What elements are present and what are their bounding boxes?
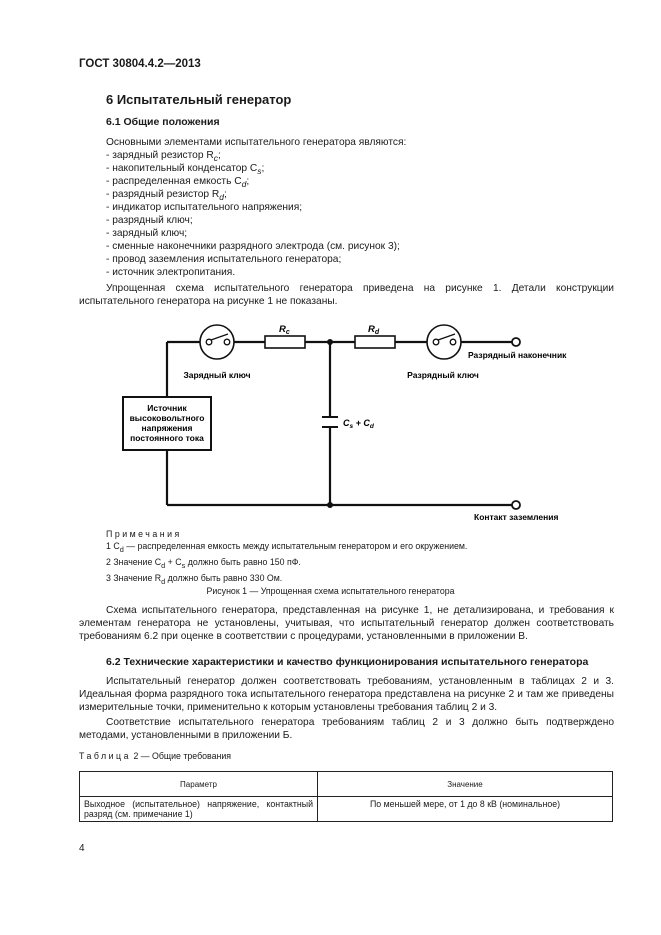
paragraph-2: Схема испытательного генератора, предста…	[79, 605, 614, 642]
capacitance-label: Cs + Cd	[343, 418, 375, 430]
list-item: - провод заземления испытательного генер…	[106, 254, 342, 265]
resistor-rc	[264, 335, 306, 349]
source-label-line: Источник	[147, 403, 187, 413]
list-item: - разрядный резистор Rd;	[106, 189, 227, 203]
discharge-switch-icon	[426, 324, 462, 360]
charge-switch-icon	[199, 324, 235, 360]
list-item: - источник электропитания.	[106, 267, 236, 278]
rc-label: Rc	[279, 324, 290, 336]
page-number: 4	[79, 843, 85, 854]
paragraph-6-2-2: Соответствие испытательного генератора т…	[79, 717, 614, 741]
discharge-tip-terminal	[511, 337, 521, 347]
table-header-row: Параметр Значение	[79, 771, 613, 797]
table-cell: Выходное (испытательное) напряжение, кон…	[79, 796, 318, 822]
ground-contact-label: Контакт заземления	[474, 512, 559, 522]
discharge-tip-label: Разрядный наконечник	[468, 350, 567, 360]
list-item: - накопительный конденсатор Cs;	[106, 163, 265, 177]
note-item: 2 Значение Cd + Cs должно быть равно 150…	[106, 556, 301, 570]
figure-notes: Примечания 1 Cd — распределенная емкость…	[106, 528, 467, 587]
list-item: - индикатор испытательного напряжения;	[106, 202, 303, 213]
section-title: 6 Испытательный генератор	[106, 92, 292, 107]
list-item: - сменные наконечники разрядного электро…	[106, 241, 400, 252]
table-header-cell: Параметр	[79, 771, 318, 797]
list-item: - распределенная емкость Cd;	[106, 176, 250, 190]
figure-caption: Рисунок 1 — Упрощенная схема испытательн…	[206, 586, 455, 596]
table-caption: Таблица 2 — Общие требования	[79, 751, 232, 761]
charge-switch-label: Зарядный ключ	[183, 370, 250, 380]
rd-label: Rd	[368, 324, 380, 336]
source-label-line: постоянного тока	[130, 433, 204, 443]
note-item: 3 Значение Rd должно быть равно 330 Ом.	[106, 572, 283, 586]
circuit-diagram: Источник высоковольтного напряжения пост…	[122, 324, 567, 522]
resistor-rd	[354, 335, 396, 349]
list-item: - разрядный ключ;	[106, 215, 193, 226]
ground-terminal	[511, 500, 521, 510]
junction-dot	[327, 339, 333, 345]
source-label-line: напряжения	[142, 423, 193, 433]
document-header: ГОСТ 30804.4.2—2013	[79, 58, 201, 70]
subsection-title-6-2: 6.2 Технические характеристики и качеств…	[106, 656, 589, 668]
list-item: - зарядный резистор Rc;	[106, 150, 221, 164]
table-row: Выходное (испытательное) напряжение, кон…	[79, 796, 613, 822]
notes-title: Примечания	[106, 529, 182, 539]
table-cell: По меньшей мере, от 1 до 8 кВ (номинальн…	[317, 796, 613, 822]
subsection-title-6-1: 6.1 Общие положения	[106, 116, 220, 128]
discharge-switch-label: Разрядный ключ	[407, 370, 479, 380]
schema-paragraph: Упрощенная схема испытательного генерато…	[79, 283, 614, 307]
list-item: - зарядный ключ;	[106, 228, 188, 239]
note-item: 1 Cd — распределенная емкость между испы…	[106, 541, 468, 554]
paragraph-6-2-1: Испытательный генератор должен соответст…	[79, 676, 614, 713]
source-label-line: высоковольтного	[130, 413, 205, 423]
elements-list: Основными элементами испытательного гене…	[106, 136, 626, 279]
list-intro: Основными элементами испытательного гене…	[106, 137, 407, 148]
table-header-cell: Значение	[317, 771, 613, 797]
hv-source-box	[122, 396, 212, 451]
requirements-table: Параметр Значение Выходное (испытательно…	[79, 771, 613, 822]
junction-dot	[327, 502, 333, 508]
